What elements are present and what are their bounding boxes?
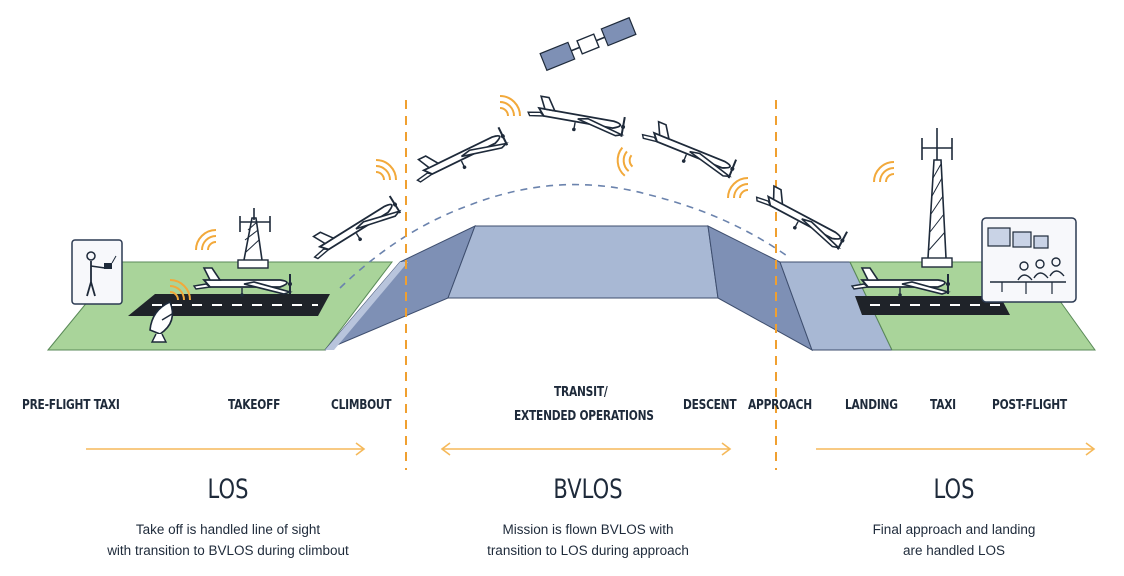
terrain-plateau — [324, 225, 893, 352]
phase-taxi: TAXI — [930, 398, 956, 413]
satellite-icon — [539, 16, 637, 72]
phase-transit: TRANSIT/ — [554, 385, 608, 400]
pilot-icon — [71, 239, 123, 305]
phase-approach: APPROACH — [748, 398, 812, 413]
flight-path — [339, 183, 791, 289]
phase-climbout: CLIMBOUT — [331, 398, 392, 413]
signal-waves-icon — [375, 159, 397, 181]
zone-description-right: Final approach and landing are handled L… — [804, 519, 1104, 561]
zone-title-los-left: LOS — [207, 474, 249, 505]
zone-description-line: with transition to BVLOS during climbout — [107, 543, 349, 558]
phase-preflight-taxi: PRE-FLIGHT TAXI — [22, 398, 120, 413]
aircraft-icon — [304, 188, 405, 268]
phase-descent: DESCENT — [683, 398, 737, 413]
signal-waves-icon — [195, 229, 217, 251]
aircraft-icon — [750, 180, 853, 254]
phase-landing: LANDING — [845, 398, 898, 413]
signal-waves-icon — [727, 177, 749, 199]
aircraft-icon — [408, 120, 512, 191]
phase-extended-operations: EXTENDED OPERATIONS — [514, 409, 654, 424]
zone-description-left: Take off is handled line of sight with t… — [78, 519, 378, 561]
control-room-icon — [981, 217, 1077, 303]
zone-description-line: are handled LOS — [902, 543, 1006, 558]
zone-description-line: Take off is handled line of sight — [135, 522, 321, 537]
signal-waves-icon — [873, 161, 895, 183]
los-arrow-right — [816, 442, 1096, 456]
zone-title-los-right: LOS — [933, 474, 975, 505]
phase-post-flight: POST-FLIGHT — [992, 398, 1067, 413]
satellite-dish-icon — [149, 300, 174, 343]
antenna-tower-icon — [237, 208, 271, 269]
signal-waves-icon — [608, 146, 639, 177]
zone-description-middle: Mission is flown BVLOS with transition t… — [438, 519, 738, 561]
signal-waves-icon — [499, 95, 521, 117]
zone-title-bvlos: BVLOS — [553, 474, 623, 505]
los-arrow-left — [86, 442, 366, 456]
aircraft-icon — [637, 117, 742, 183]
zone-description-line: Mission is flown BVLOS with — [502, 522, 674, 537]
bvlos-arrow — [440, 442, 732, 456]
zone-description-line: transition to LOS during approach — [487, 543, 689, 558]
zone-description-line: Final approach and landing — [872, 522, 1036, 537]
aircraft-icon — [525, 93, 629, 141]
phase-takeoff: TAKEOFF — [228, 398, 281, 413]
antenna-tower-icon — [921, 128, 953, 268]
